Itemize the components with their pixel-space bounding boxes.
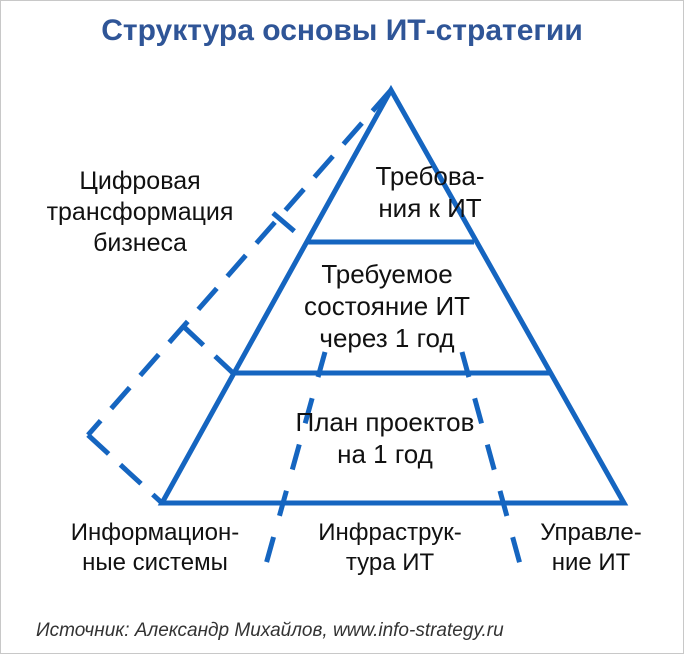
side-face-dashed <box>86 88 393 505</box>
side-label: Цифровая трансформация бизнеса <box>46 167 234 257</box>
pillar-divider-right <box>459 351 526 576</box>
pillar-divider-left <box>260 351 328 576</box>
pillar-dividers-dashed <box>260 351 526 576</box>
pillar-label-left: Информацион- ные системы <box>70 519 240 576</box>
page-title: Структура основы ИТ-стратегии <box>101 14 583 47</box>
pyramid-outline <box>157 84 629 506</box>
pyramid-top-label: Требова- ния к ИТ <box>375 161 485 223</box>
pillar-label-center: Инфраструк- тура ИТ <box>318 519 462 576</box>
pyramid-bottom-label: План проектов на 1 год <box>295 407 475 469</box>
source-caption: Источник: Александр Михайлов, www.info-s… <box>36 620 504 641</box>
pillar-label-right: Управле- ние ИТ <box>540 519 642 576</box>
pyramid-middle-label: Требуемое состояние ИТ через 1 год <box>303 259 471 353</box>
